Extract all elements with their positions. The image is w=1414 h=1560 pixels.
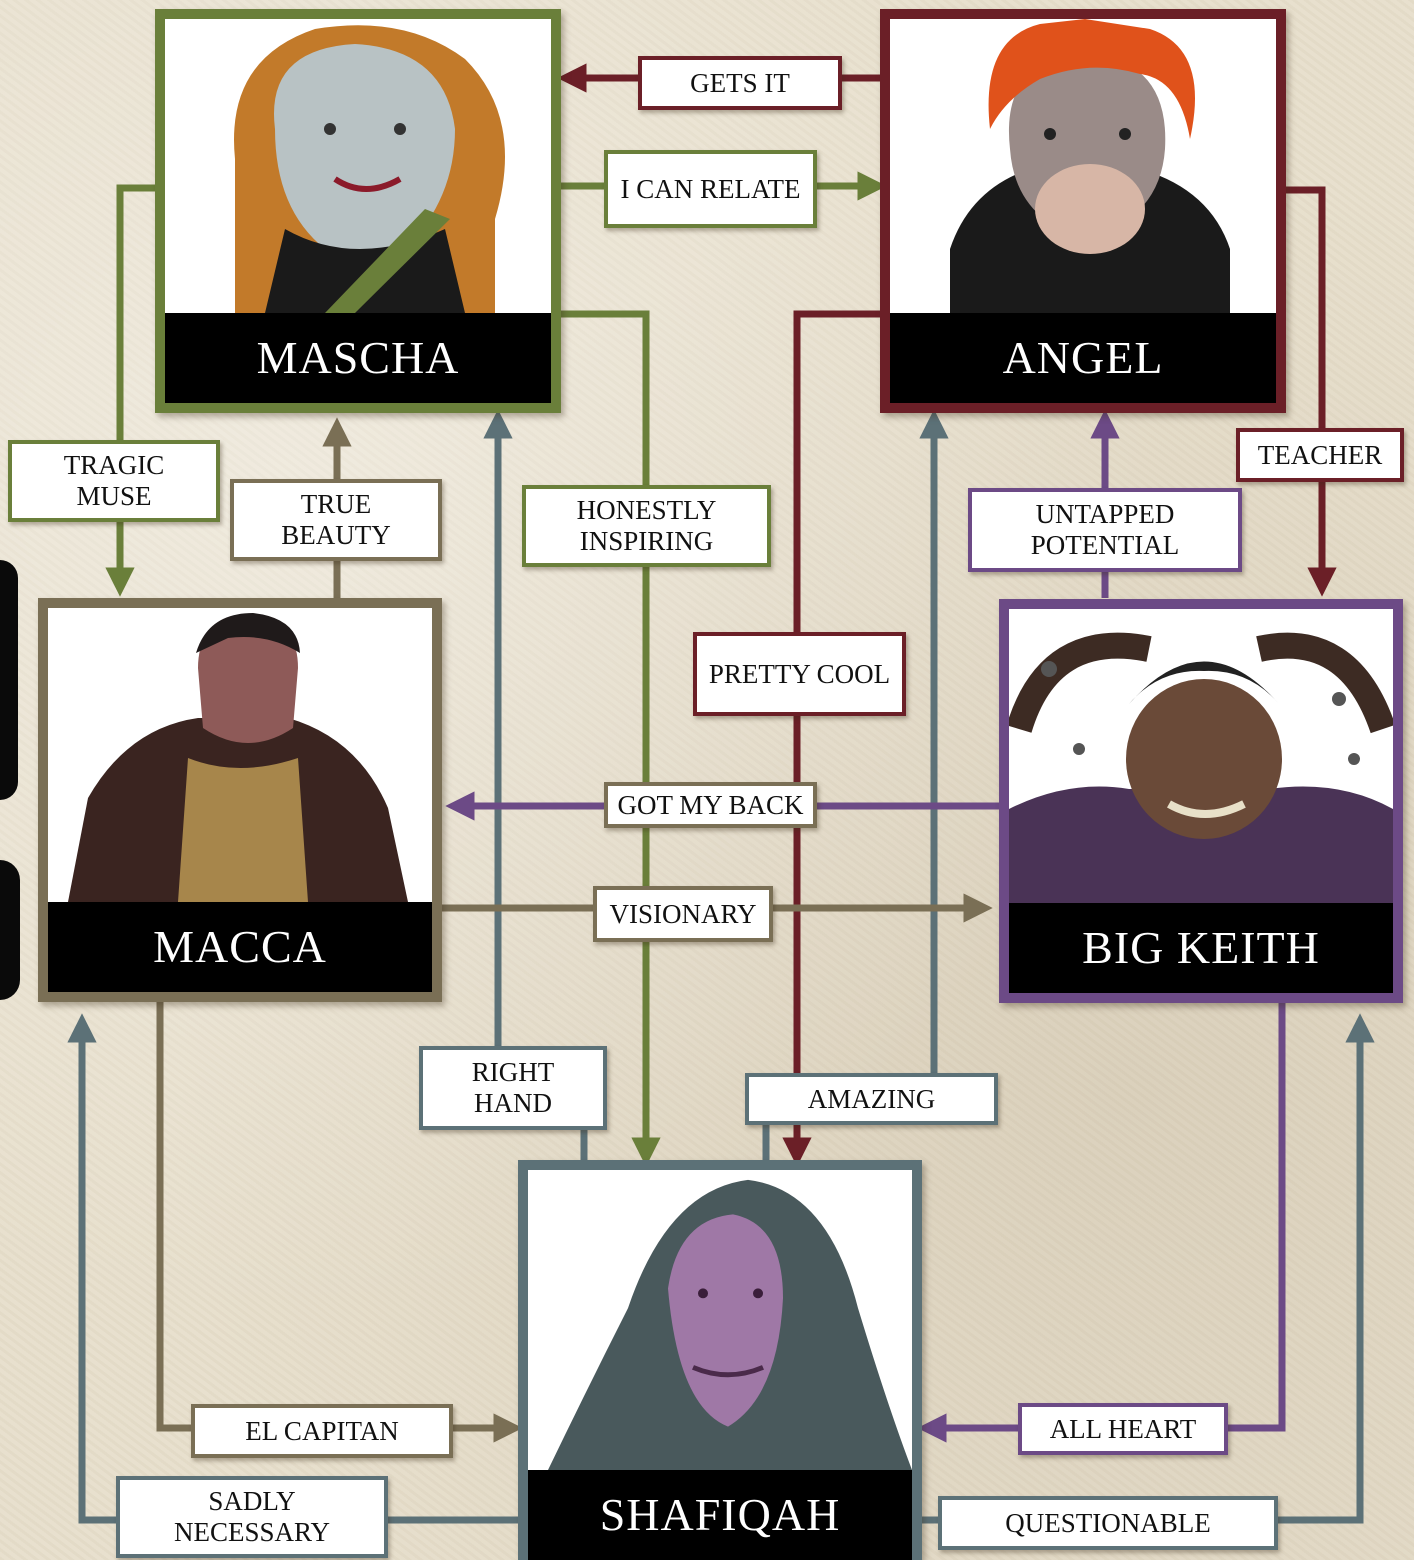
label-true-beauty: TRUE BEAUTY [230,479,442,561]
character-card-mascha[interactable]: MASCHA [155,9,561,413]
portrait-mascha [165,19,551,313]
label-right-hand: RIGHT HAND [419,1046,607,1130]
label-honestly-inspiring: HONESTLY INSPIRING [522,485,771,567]
label-el-capitan: EL CAPITAN [191,1404,453,1458]
character-card-macca[interactable]: MACCA [38,598,442,1002]
label-tragic-muse: TRAGIC MUSE [8,440,220,522]
label-i-can-relate: I CAN RELATE [604,150,817,228]
character-card-shafiqah[interactable]: SHAFIQAH [518,1160,922,1560]
name-mascha: MASCHA [165,313,551,403]
left-edge-silhouette-lower [0,860,20,1000]
edge-honestly-inspiring [560,310,661,1167]
edge-teacher [1284,186,1337,597]
label-pretty-cool: PRETTY COOL [693,632,906,716]
label-teacher: TEACHER [1236,428,1404,482]
label-got-my-back: GOT MY BACK [604,782,817,828]
label-all-heart: ALL HEART [1018,1403,1228,1455]
name-angel: ANGEL [890,313,1276,403]
left-edge-silhouette [0,560,18,800]
label-visionary: VISIONARY [593,886,773,942]
label-gets-it: GETS IT [638,56,842,110]
portrait-angel [890,19,1276,313]
portrait-big-keith [1009,609,1393,903]
name-big-keith: BIG KEITH [1009,903,1393,993]
character-card-big-keith[interactable]: BIG KEITH [999,599,1403,1003]
name-shafiqah: SHAFIQAH [528,1470,912,1560]
label-sadly-necessary: SADLY NECESSARY [116,1476,388,1558]
name-macca: MACCA [48,902,432,992]
character-card-angel[interactable]: ANGEL [880,9,1286,413]
label-amazing: AMAZING [745,1073,998,1125]
portrait-macca [48,608,432,902]
edge-all-heart [917,1000,1286,1443]
label-questionable: QUESTIONABLE [938,1496,1278,1550]
edge-tragic-muse [105,184,158,597]
portrait-shafiqah [528,1170,912,1470]
label-untapped-potential: UNTAPPED POTENTIAL [968,488,1242,572]
edge-pretty-cool [782,310,882,1167]
